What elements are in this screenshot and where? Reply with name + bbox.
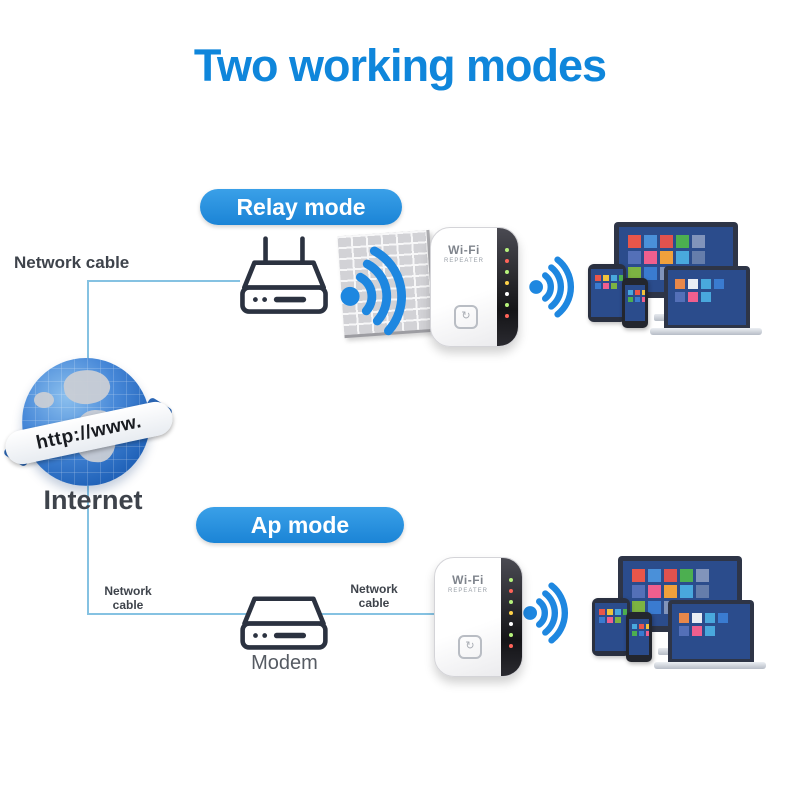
- smartphone-icon: [626, 612, 652, 662]
- network-cable-label-top: Network cable: [14, 253, 130, 272]
- app-tiles: [632, 569, 645, 582]
- network-cable-label-bottom-right: Network cable: [350, 582, 398, 610]
- repeater-brand-line1: Wi-Fi: [452, 573, 484, 587]
- repeater-led-panel: [501, 558, 522, 676]
- app-tiles: [599, 609, 605, 615]
- internet-globe: http://www.: [2, 354, 176, 494]
- client-devices-cluster-top: [588, 216, 784, 348]
- laptop-base: [654, 662, 766, 669]
- app-tiles: [679, 613, 689, 623]
- client-devices-cluster-bottom: [592, 550, 788, 682]
- smartphone-screen: [625, 285, 645, 321]
- smartphone-icon: [622, 278, 648, 328]
- repeater-led-strip: [505, 248, 509, 252]
- tablet-screen: [595, 603, 627, 651]
- internet-label: Internet: [43, 485, 143, 515]
- wifi-repeater-device-bottom: Wi-Fi REPEATER ↻: [434, 557, 523, 677]
- modem-label: Modem: [251, 652, 318, 674]
- app-tiles: [628, 235, 641, 248]
- page-title: Two working modes: [193, 40, 607, 91]
- globe-continent: [34, 392, 54, 408]
- repeater-brand: Wi-Fi REPEATER: [431, 243, 497, 264]
- wifi-repeater-device-top: Wi-Fi REPEATER ↻: [430, 227, 519, 347]
- app-tiles: [675, 279, 685, 289]
- laptop-screen: [668, 270, 746, 325]
- tablet-icon: [592, 598, 630, 656]
- wps-button-icon: ↻: [458, 635, 482, 659]
- tablet-icon: [588, 264, 626, 322]
- laptop-base: [650, 328, 762, 335]
- repeater-led-strip: [509, 578, 513, 582]
- repeater-led-panel: [497, 228, 518, 346]
- app-tiles: [628, 290, 633, 295]
- laptop-icon: [664, 266, 750, 328]
- modem-icon: [240, 596, 328, 650]
- router-icon: [240, 236, 328, 314]
- network-cable-label-bottom-left: Network cable: [104, 584, 152, 612]
- relay-mode-badge: Relay mode: [200, 189, 402, 225]
- app-tiles: [632, 624, 637, 629]
- repeater-brand-line2: REPEATER: [448, 588, 488, 594]
- repeater-brand: Wi-Fi REPEATER: [435, 573, 501, 594]
- laptop-icon: [668, 600, 754, 662]
- repeater-brand-line2: REPEATER: [444, 258, 484, 264]
- tablet-screen: [591, 269, 623, 317]
- smartphone-screen: [629, 619, 649, 655]
- ap-mode-badge: Ap mode: [196, 507, 404, 543]
- laptop-screen: [672, 604, 750, 659]
- wps-button-icon: ↻: [454, 305, 478, 329]
- brick-wall: [337, 229, 437, 339]
- app-tiles: [595, 275, 601, 281]
- repeater-brand-line1: Wi-Fi: [448, 243, 480, 257]
